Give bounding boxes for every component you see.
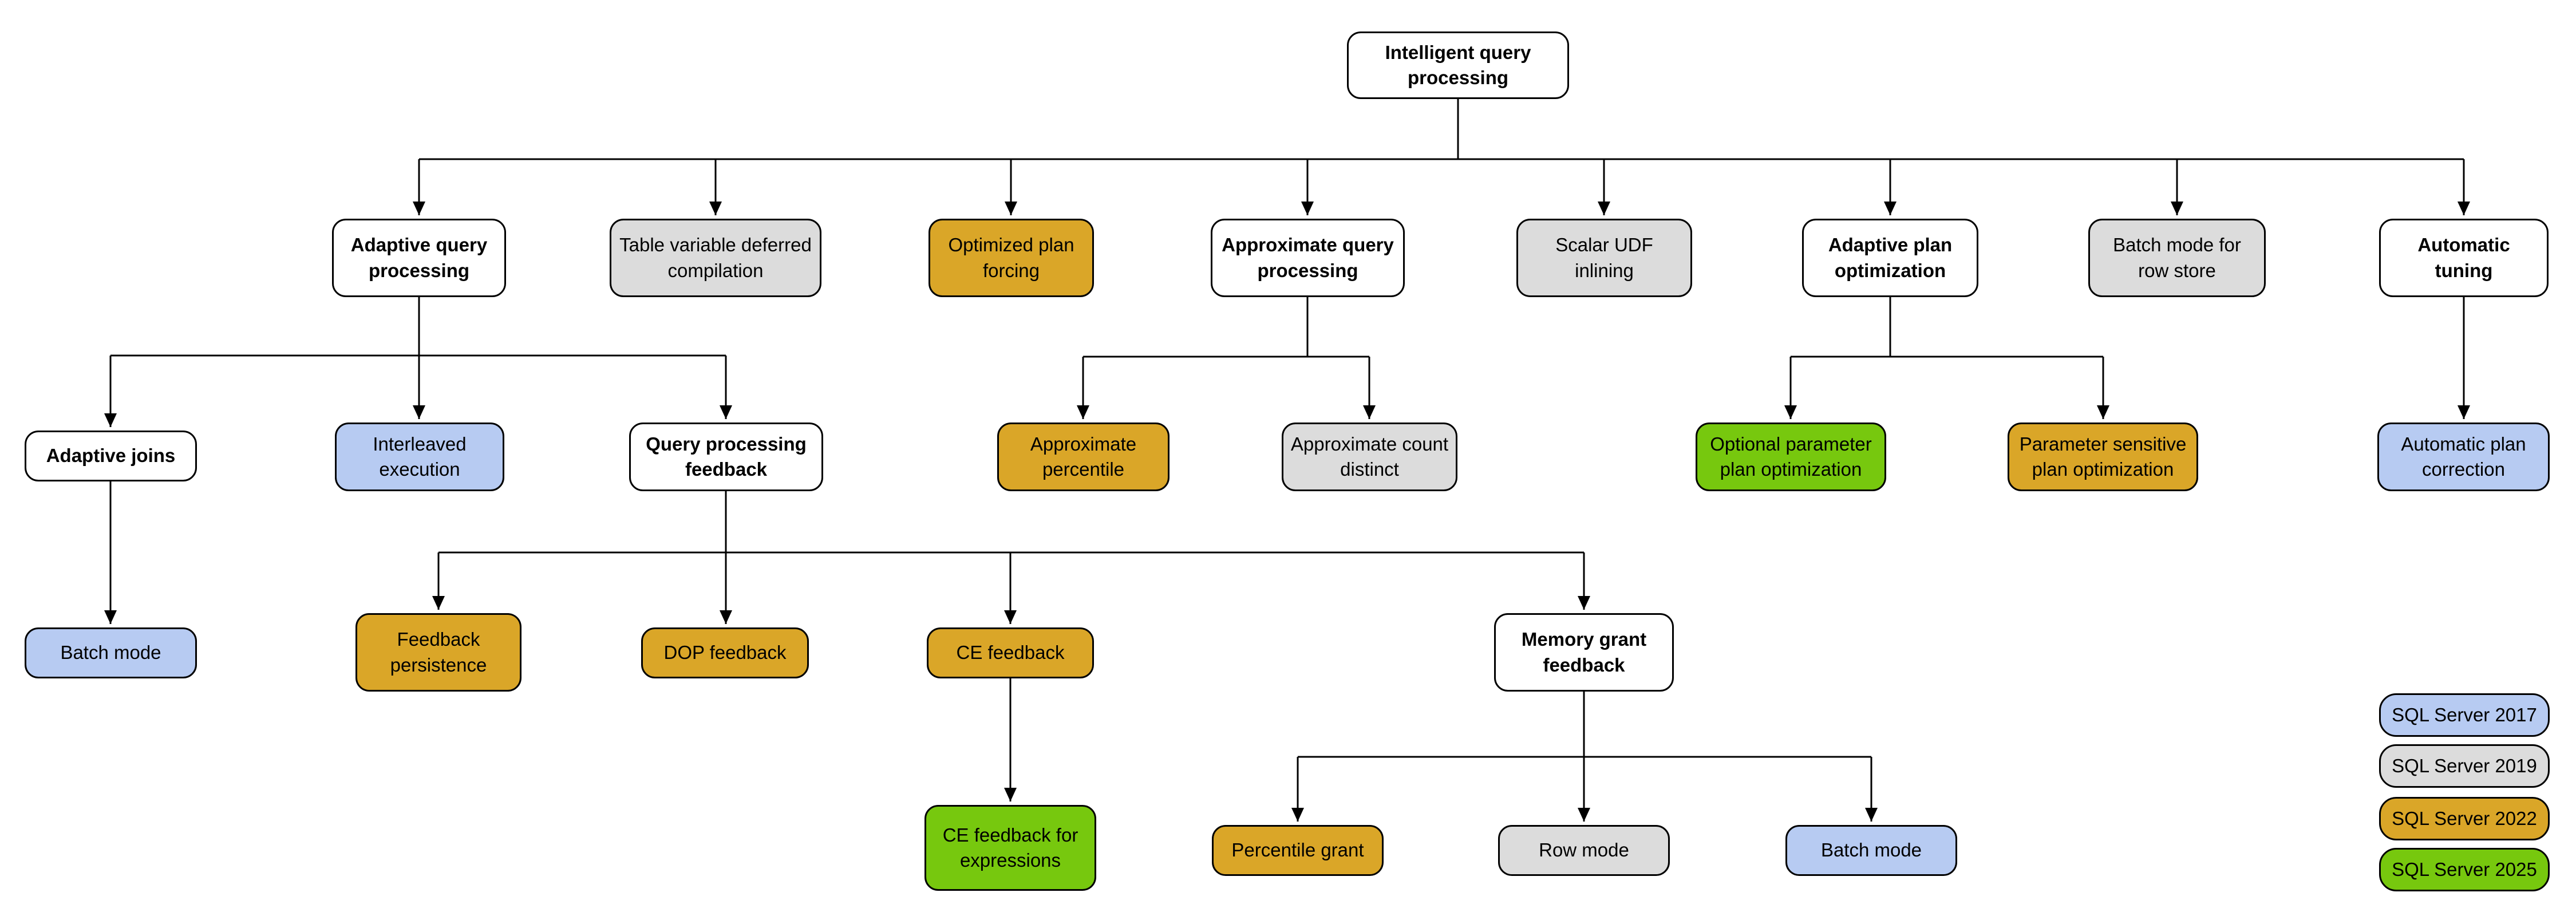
node-approximate-query-processing: Approximate query processing	[1211, 219, 1405, 297]
node-batch-mode-for-row-store: Batch mode for row store	[2088, 219, 2266, 297]
node-memory-grant-feedback: Memory grant feedback	[1494, 613, 1674, 692]
node-intelligent-query-processing: Intelligent query processing	[1347, 31, 1569, 99]
node-adaptive-joins: Adaptive joins	[25, 431, 197, 481]
node-parameter-sensitive-plan-optimization: Parameter sensitive plan optimization	[2008, 423, 2198, 491]
node-optional-parameter-plan-optimization: Optional parameter plan optimization	[1696, 423, 1886, 491]
node-row-mode: Row mode	[1498, 825, 1670, 876]
node-dop-feedback: DOP feedback	[641, 627, 809, 678]
legend-sql-server-2022: SQL Server 2022	[2379, 797, 2550, 840]
node-automatic-plan-correction: Automatic plan correction	[2377, 423, 2550, 491]
node-table-variable-deferred-compilation: Table variable deferred compilation	[610, 219, 821, 297]
node-batch-mode-memory-grant: Batch mode	[1785, 825, 1957, 876]
node-batch-mode-adaptive-joins: Batch mode	[25, 627, 197, 678]
node-ce-feedback-for-expressions: CE feedback for expressions	[924, 805, 1096, 891]
legend-sql-server-2017: SQL Server 2017	[2379, 693, 2550, 737]
node-query-processing-feedback: Query processing feedback	[629, 423, 823, 491]
node-scalar-udf-inlining: Scalar UDF inlining	[1516, 219, 1692, 297]
node-approximate-percentile: Approximate percentile	[997, 423, 1170, 491]
node-adaptive-plan-optimization: Adaptive plan optimization	[1802, 219, 1978, 297]
legend-sql-server-2025: SQL Server 2025	[2379, 848, 2550, 891]
node-ce-feedback: CE feedback	[927, 627, 1094, 678]
node-optimized-plan-forcing: Optimized plan forcing	[929, 219, 1094, 297]
node-feedback-persistence: Feedback persistence	[355, 613, 521, 692]
node-adaptive-query-processing: Adaptive query processing	[332, 219, 506, 297]
node-automatic-tuning: Automatic tuning	[2379, 219, 2549, 297]
legend-sql-server-2019: SQL Server 2019	[2379, 744, 2550, 788]
node-approximate-count-distinct: Approximate count distinct	[1282, 423, 1457, 491]
node-percentile-grant: Percentile grant	[1212, 825, 1384, 876]
node-interleaved-execution: Interleaved execution	[335, 423, 504, 491]
